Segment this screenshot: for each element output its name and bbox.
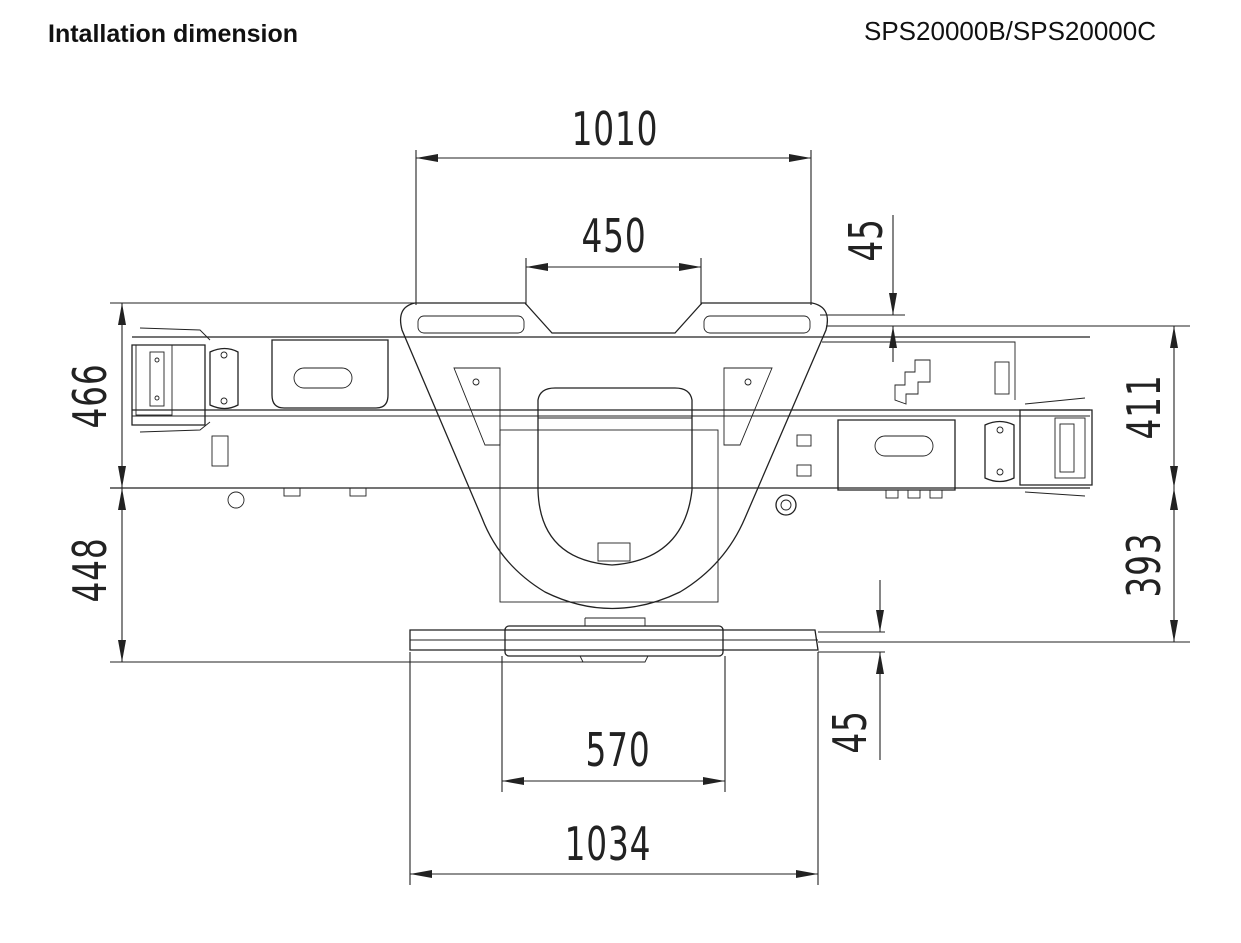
dim-label-left-upper: 466: [65, 363, 118, 428]
dim-label-top-width: 1010: [572, 104, 659, 157]
dimension-bottom-width: [410, 870, 818, 878]
lower-bar: [409, 617, 819, 663]
dimension-left-upper: [118, 303, 126, 488]
page-title: Intallation dimension: [48, 20, 299, 48]
dimension-top-gap: [889, 215, 897, 362]
dimension-bottom-inner: [502, 777, 725, 785]
dimension-right-lower: [1170, 488, 1178, 642]
dimension-bottom-gap: [876, 580, 884, 760]
dimension-top-inner: [526, 263, 701, 271]
dim-label-right-lower: 393: [1119, 532, 1172, 597]
dim-label-top-inner: 450: [581, 211, 646, 264]
dim-label-bottom-inner: 570: [585, 725, 650, 778]
saddle-plate: [399, 302, 829, 610]
dim-label-bottom-gap: 45: [825, 710, 878, 753]
dim-label-top-gap: 45: [841, 218, 894, 261]
model-number: SPS20000B/SPS20000C: [864, 16, 1156, 46]
dimension-top-width: [416, 154, 811, 162]
dim-label-right-upper: 411: [1119, 374, 1172, 439]
dim-label-left-lower: 448: [65, 537, 118, 602]
extension-lines: [110, 150, 1190, 885]
dimension-right-upper: [1170, 326, 1178, 488]
dim-label-bottom-width: 1034: [565, 819, 652, 872]
axle-frame: [110, 327, 1093, 516]
dimension-left-lower: [118, 488, 126, 662]
